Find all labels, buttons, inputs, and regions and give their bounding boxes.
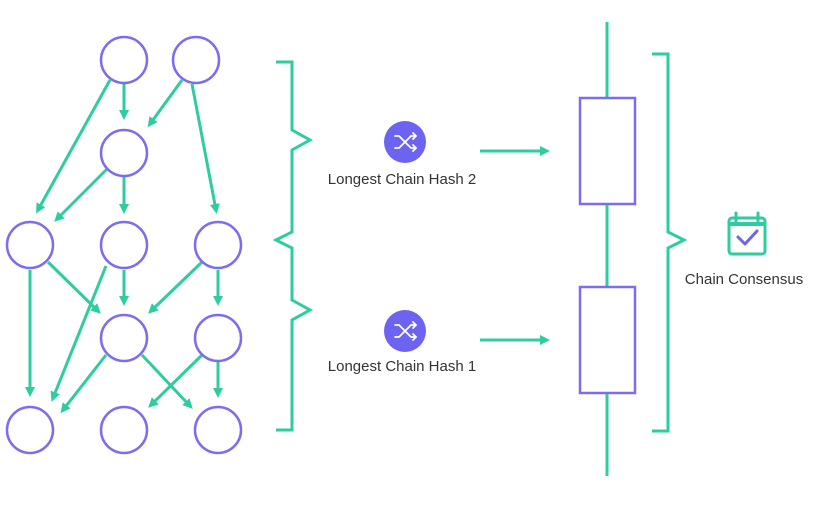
dag-nodes — [5, 35, 243, 455]
hash-group-top: Longest Chain Hash 2 — [328, 121, 550, 188]
dag-node — [99, 220, 149, 270]
dag-edge — [190, 83, 220, 214]
dag-node — [5, 405, 55, 455]
hash-label-top: Longest Chain Hash 2 — [328, 171, 476, 188]
consensus-group: Chain Consensus — [685, 211, 803, 288]
dag-node — [99, 405, 149, 455]
dag-edge — [36, 79, 112, 214]
chain-block-bottom — [578, 285, 637, 395]
shuffle-glyph — [394, 132, 417, 152]
dag-node — [99, 128, 149, 178]
dag-node — [193, 313, 243, 363]
chain-block-top — [578, 96, 637, 206]
dag-node — [99, 313, 149, 363]
dag-edge — [147, 79, 184, 128]
dag-edge — [54, 166, 110, 222]
shuffle-glyph — [394, 321, 417, 341]
chain-brace — [652, 52, 688, 433]
dag-node — [5, 220, 55, 270]
hash-label-bottom: Longest Chain Hash 1 — [328, 358, 476, 375]
dag-brace — [272, 60, 314, 432]
dag-edge — [148, 353, 204, 408]
consensus-label: Chain Consensus — [685, 271, 803, 288]
dag-edge — [60, 354, 108, 414]
dag-edges — [25, 79, 223, 414]
dag-edge — [140, 353, 193, 409]
dag-node — [193, 220, 243, 270]
calendar-check-icon — [727, 211, 767, 256]
dag-node — [99, 35, 149, 85]
chain — [578, 22, 637, 476]
dag-node — [171, 35, 221, 85]
dag-edge — [50, 265, 108, 402]
hash-group-bottom: Longest Chain Hash 1 — [328, 310, 550, 375]
dag-edge — [148, 260, 204, 314]
dag-node — [193, 405, 243, 455]
